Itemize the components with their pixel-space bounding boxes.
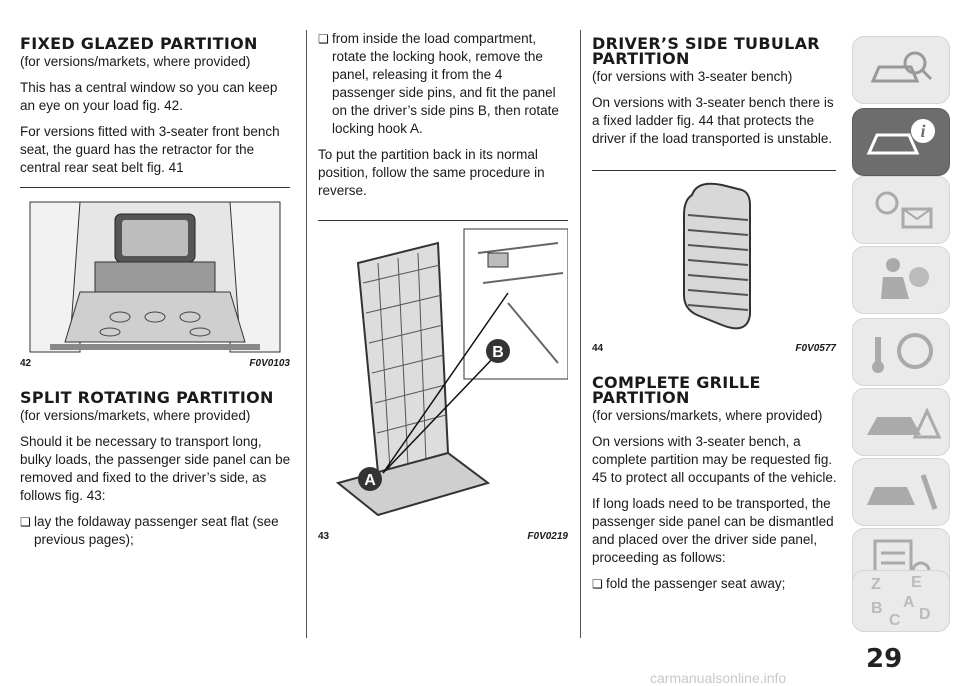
figure-42: 42 F0V0103 <box>20 187 290 369</box>
figure-caption: 42 F0V0103 <box>20 358 290 369</box>
figure-number: 44 <box>592 343 604 354</box>
section-tab-safety[interactable] <box>852 246 950 314</box>
paragraph: Should it be necessary to transport long… <box>20 434 291 503</box>
bullet-item: from inside the load compartment, rotate… <box>318 30 568 138</box>
warning-lights-icon <box>875 191 933 229</box>
bullet-item: lay the foldaway passenger seat flat (se… <box>20 513 292 549</box>
figure-caption: 43 F0V0219 <box>318 531 568 542</box>
car-search-icon <box>870 51 933 83</box>
figure-code: F0V0577 <box>795 343 836 354</box>
column-1: FIXED GLAZED PARTITION (for versions/mar… <box>20 30 292 557</box>
subheading: (for versions with 3-seater bench) <box>592 69 793 84</box>
paragraph: On versions with 3-seater bench there is… <box>592 95 834 146</box>
paragraph: This has a central window so you can kee… <box>20 80 278 113</box>
tubular-ladder-illustration <box>592 175 836 341</box>
figure-number: 42 <box>20 358 32 369</box>
svg-text:B: B <box>871 600 883 617</box>
heading-complete-grille-partition: COMPLETE GRILLE PARTITION <box>592 373 761 407</box>
figure-43: B A 43 F0V0219 <box>318 220 569 542</box>
figure-code: F0V0219 <box>527 531 568 542</box>
paragraph: If long loads need to be transported, th… <box>592 496 834 565</box>
svg-text:E: E <box>911 574 922 591</box>
van-interior-illustration <box>20 192 290 358</box>
column-divider <box>580 30 581 638</box>
section-tab-car-search[interactable] <box>852 36 950 104</box>
column-2: from inside the load compartment, rotate… <box>318 30 569 542</box>
label-a: A <box>364 472 376 489</box>
figure-caption: 44 F0V0577 <box>592 343 836 354</box>
figure-44: 44 F0V0577 <box>592 170 836 354</box>
column-3: DRIVER’S SIDE TUBULAR PARTITION (for ver… <box>592 30 844 601</box>
car-info-icon: i <box>866 119 935 155</box>
svg-text:A: A <box>903 594 915 611</box>
svg-text:i: i <box>920 121 925 141</box>
section-tab-maintenance[interactable] <box>852 458 950 526</box>
figure-code: F0V0103 <box>249 358 290 369</box>
svg-text:D: D <box>919 606 931 623</box>
figure-number: 43 <box>318 531 330 542</box>
split-partition-illustration: B A <box>318 223 569 525</box>
alphabet-index-icon: Z E B AC D <box>871 574 931 629</box>
page-number: 29 <box>866 644 903 674</box>
section-tab-car-info[interactable]: i <box>852 108 950 176</box>
label-b: B <box>492 344 504 361</box>
paragraph: On versions with 3-seater bench, a compl… <box>592 434 837 485</box>
section-tab-emergency[interactable] <box>852 388 950 456</box>
watermark: carmanualsonline.info <box>650 670 787 686</box>
svg-text:C: C <box>889 612 901 629</box>
heading-fixed-glazed-partition: FIXED GLAZED PARTITION <box>20 34 258 53</box>
svg-text:Z: Z <box>871 576 881 593</box>
paragraph: To put the partition back in its normal … <box>318 147 545 198</box>
key-steering-icon <box>872 333 933 373</box>
breakdown-icon <box>867 407 942 439</box>
airbag-icon <box>881 258 929 299</box>
heading-split-rotating-partition: SPLIT ROTATING PARTITION <box>20 388 274 407</box>
section-tab-warning-lights[interactable] <box>852 176 950 244</box>
subheading: (for versions/markets, where provided) <box>20 54 251 69</box>
subheading: (for versions/markets, where provided) <box>20 408 251 423</box>
section-tab-starting-driving[interactable] <box>852 318 950 386</box>
car-service-icon <box>867 474 938 510</box>
bullet-item: fold the passenger seat away; <box>592 575 844 593</box>
heading-drivers-side-tubular-partition: DRIVER’S SIDE TUBULAR PARTITION <box>592 34 820 68</box>
paragraph: For versions fitted with 3-seater front … <box>20 124 280 175</box>
subheading: (for versions/markets, where provided) <box>592 408 823 423</box>
column-divider <box>306 30 307 638</box>
